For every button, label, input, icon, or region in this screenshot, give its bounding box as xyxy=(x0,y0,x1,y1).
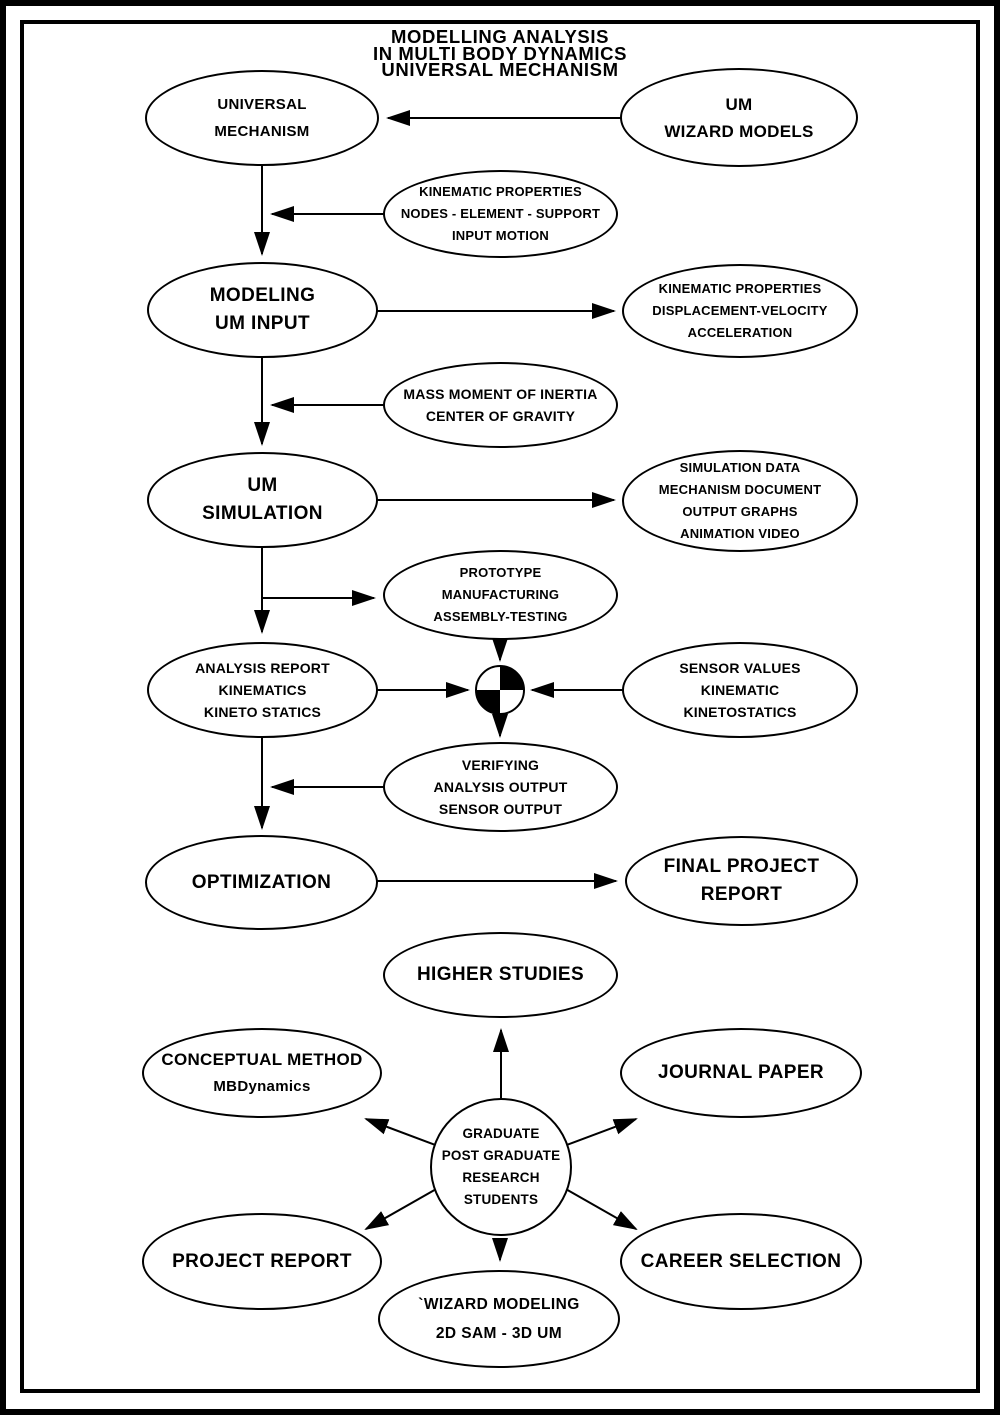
arrow-hub-to-journal xyxy=(563,1118,638,1147)
title-line-2: IN MULTI BODY DYNAMICS xyxy=(372,42,628,64)
node-optimization: OPTIMIZATION xyxy=(145,835,378,930)
node-label: SENSOR VALUES xyxy=(679,660,801,676)
node-label: SENSOR OUTPUT xyxy=(438,801,563,817)
node-label: MASS MOMENT OF INERTIA xyxy=(403,386,598,402)
node-kinematic-properties-output: KINEMATIC PROPERTIES DISPLACEMENT-VELOCI… xyxy=(622,264,858,358)
node-journal-paper: JOURNAL PAPER xyxy=(620,1028,862,1118)
node-kinematic-properties-input: KINEMATIC PROPERTIES NODES - ELEMENT - S… xyxy=(383,170,618,258)
node-universal-mechanism: UNIVERSAL MECHANISM xyxy=(145,70,379,166)
title-line-3: UNIVERSAL MECHANISM xyxy=(381,59,619,80)
node-label: MODELING xyxy=(209,285,316,306)
node-label: MECHANISM xyxy=(214,123,310,140)
node-conceptual-method: CONCEPTUAL METHOD MBDynamics xyxy=(142,1028,382,1118)
node-label: KINETOSTATICS xyxy=(683,704,797,720)
node-graduate-hub: GRADUATE POST GRADUATE RESEARCH STUDENTS xyxy=(430,1098,572,1236)
node-label: ANALYSIS REPORT xyxy=(195,660,330,676)
node-final-project-report: FINAL PROJECT REPORT xyxy=(625,836,858,926)
node-label: ANIMATION VIDEO xyxy=(680,526,800,541)
node-label: KINEMATIC xyxy=(700,682,780,698)
node-label: ACCELERATION xyxy=(687,325,793,340)
node-sensor-values: SENSOR VALUES KINEMATIC KINETOSTATICS xyxy=(622,642,858,738)
node-label: `WIZARD MODELING xyxy=(418,1296,580,1313)
node-label: KINEMATICS xyxy=(218,682,307,698)
node-label: JOURNAL PAPER xyxy=(657,1062,825,1083)
node-label: WIZARD MODELS xyxy=(664,121,814,141)
node-label: RESEARCH xyxy=(462,1170,540,1185)
node-label: UNIVERSAL xyxy=(217,96,307,113)
node-label: FINAL PROJECT xyxy=(663,856,820,877)
node-um-wizard-models: UM WIZARD MODELS xyxy=(620,68,858,167)
node-label: POST GRADUATE xyxy=(441,1148,561,1163)
node-mass-moment: MASS MOMENT OF INERTIA CENTER OF GRAVITY xyxy=(383,362,618,448)
node-wizard-modeling: `WIZARD MODELING 2D SAM - 3D UM xyxy=(378,1270,620,1368)
center-of-gravity-symbol xyxy=(475,665,525,715)
node-label: KINEMATIC PROPERTIES xyxy=(419,184,582,199)
node-label: VERIFYING xyxy=(461,757,540,773)
node-label: KINEMATIC PROPERTIES xyxy=(658,281,822,296)
node-label: ASSEMBLY-TESTING xyxy=(433,609,568,624)
title-line-1: MODELLING ANALYSIS xyxy=(390,26,610,47)
node-verifying: VERIFYING ANALYSIS OUTPUT SENSOR OUTPUT xyxy=(383,742,618,832)
node-label: STUDENTS xyxy=(463,1192,539,1207)
node-label: PROTOTYPE xyxy=(459,565,542,580)
node-project-report: PROJECT REPORT xyxy=(142,1213,382,1310)
diagram-title: MODELLING ANALYSIS IN MULTI BODY DYNAMIC… xyxy=(0,26,1000,80)
node-label: HIGHER STUDIES xyxy=(416,964,585,985)
node-label: NODES - ELEMENT - SUPPORT xyxy=(400,206,601,221)
node-label: UM INPUT xyxy=(214,313,311,334)
arrow-hub-to-project-report xyxy=(364,1187,439,1230)
node-label: CENTER OF GRAVITY xyxy=(425,408,576,424)
node-label: DISPLACEMENT-VELOCITY xyxy=(652,303,828,318)
node-label: SIMULATION DATA xyxy=(679,460,801,475)
node-label: OUTPUT GRAPHS xyxy=(682,504,798,519)
node-label: 2D SAM - 3D UM xyxy=(435,1325,563,1342)
node-career-selection: CAREER SELECTION xyxy=(620,1213,862,1310)
node-label: GRADUATE xyxy=(462,1126,540,1141)
node-label: SIMULATION xyxy=(202,503,323,524)
node-label: CAREER SELECTION xyxy=(640,1250,842,1272)
node-label: INPUT MOTION xyxy=(451,228,549,243)
arrow-hub-to-career xyxy=(563,1187,638,1230)
node-modeling-um-input: MODELING UM INPUT xyxy=(147,262,378,358)
node-label: KINETO STATICS xyxy=(203,704,322,720)
node-label: OPTIMIZATION xyxy=(191,871,332,893)
node-label: CONCEPTUAL METHOD xyxy=(161,1050,363,1069)
node-analysis-report: ANALYSIS REPORT KINEMATICS KINETO STATIC… xyxy=(147,642,378,738)
node-label: UM xyxy=(247,475,278,496)
node-label: MBDynamics xyxy=(213,1078,311,1095)
node-label: MANUFACTURING xyxy=(441,587,560,602)
node-label: UM xyxy=(725,94,753,114)
arrow-hub-to-conceptual xyxy=(364,1118,439,1147)
node-prototype: PROTOTYPE MANUFACTURING ASSEMBLY-TESTING xyxy=(383,550,618,640)
node-um-simulation: UM SIMULATION xyxy=(147,452,378,548)
node-simulation-data: SIMULATION DATA MECHANISM DOCUMENT OUTPU… xyxy=(622,450,858,552)
node-higher-studies: HIGHER STUDIES xyxy=(383,932,618,1018)
node-label: PROJECT REPORT xyxy=(172,1250,352,1272)
node-label: MECHANISM DOCUMENT xyxy=(658,482,822,497)
node-label: ANALYSIS OUTPUT xyxy=(433,779,568,795)
node-label: REPORT xyxy=(700,884,783,905)
